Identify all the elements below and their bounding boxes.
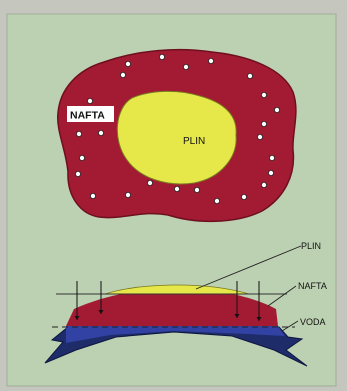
well-marker-icon — [147, 180, 152, 185]
map-view: NAFTA PLIN — [58, 50, 296, 222]
well-marker-icon — [87, 98, 92, 103]
well-marker-icon — [208, 58, 213, 63]
well-marker-icon — [120, 72, 125, 77]
section-oil-label: NAFTA — [298, 281, 327, 291]
well-marker-icon — [268, 170, 273, 175]
well-marker-icon — [174, 186, 179, 191]
well-marker-icon — [75, 171, 80, 176]
well-marker-icon — [261, 182, 266, 187]
well-marker-icon — [76, 131, 81, 136]
well-marker-icon — [125, 61, 130, 66]
well-marker-icon — [274, 107, 279, 112]
well-marker-icon — [261, 121, 266, 126]
well-marker-icon — [79, 155, 84, 160]
well-marker-icon — [159, 54, 164, 59]
well-marker-icon — [247, 73, 252, 78]
section-water-label: VODA — [300, 317, 326, 327]
well-marker-icon — [241, 194, 246, 199]
well-marker-icon — [90, 193, 95, 198]
well-marker-icon — [183, 64, 188, 69]
well-marker-icon — [98, 130, 103, 135]
well-marker-icon — [125, 192, 130, 197]
well-marker-icon — [194, 187, 199, 192]
map-oil-label: NAFTA — [70, 110, 105, 122]
section-gas-label: PLIN — [301, 241, 321, 251]
map-gas-label: PLIN — [183, 136, 205, 147]
well-marker-icon — [214, 198, 219, 203]
well-marker-icon — [257, 134, 262, 139]
well-marker-icon — [261, 92, 266, 97]
well-marker-icon — [269, 155, 274, 160]
